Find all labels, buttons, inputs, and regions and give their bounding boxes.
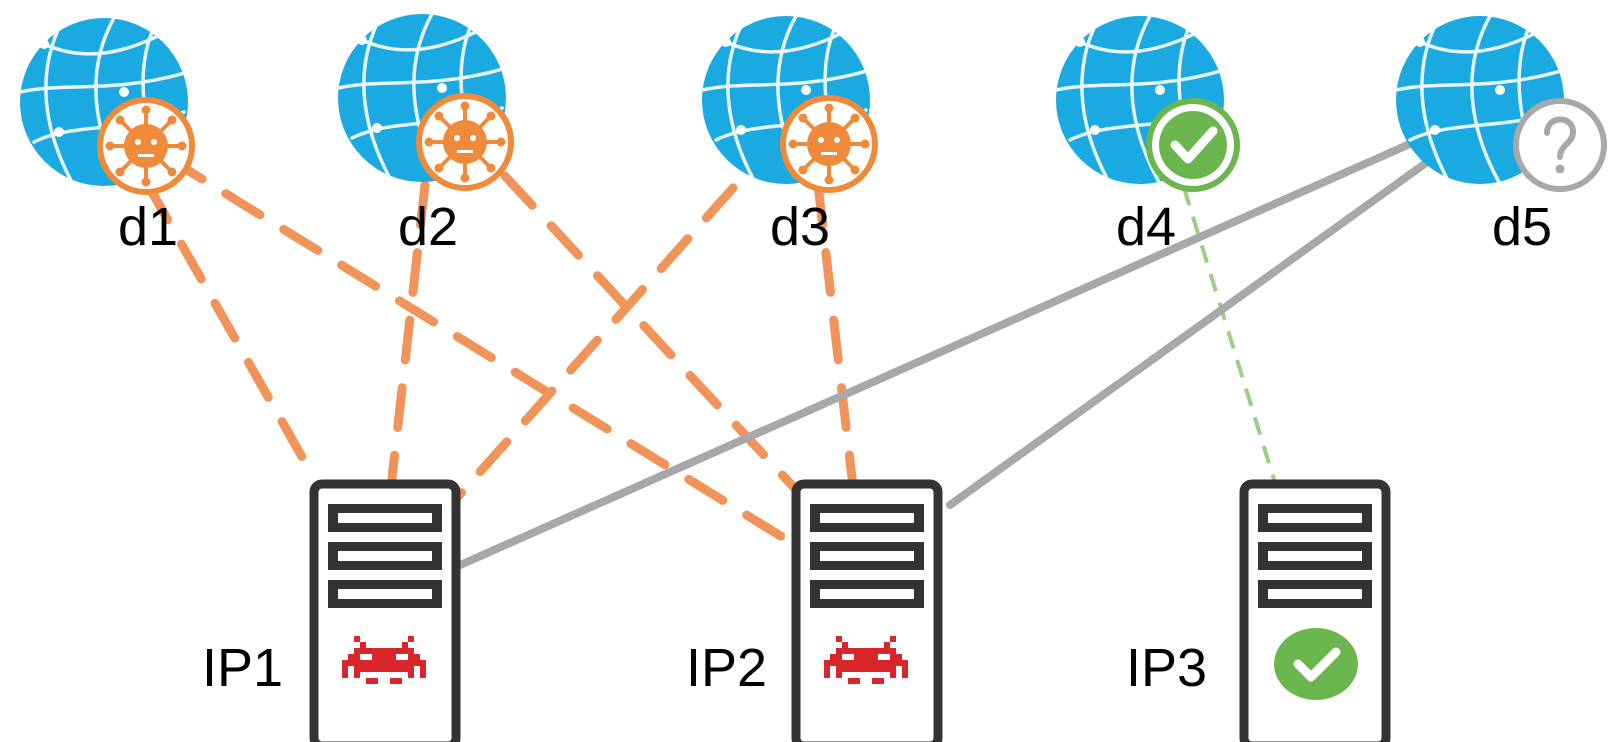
edge-d5-ip1 [454, 131, 1434, 570]
check-icon [1274, 628, 1358, 700]
domain-label-d5: d5 [1492, 197, 1552, 257]
edges-layer [143, 131, 1434, 570]
edge-d1-ip1 [143, 180, 319, 483]
server-icon [1239, 479, 1391, 742]
edge-d2-ip1 [387, 180, 430, 483]
edge-d1-ip2 [163, 153, 805, 553]
domain-node-d5 [1396, 16, 1607, 192]
server-label-ip3: IP3 [1126, 638, 1207, 698]
check-icon [1146, 98, 1240, 192]
edge-d4-ip3 [1182, 187, 1278, 487]
server-icon [791, 479, 943, 742]
domain-node-d3 [702, 16, 878, 193]
space-invader-icon [342, 636, 426, 684]
domain-node-d1 [20, 18, 195, 195]
domain-label-d2: d2 [398, 197, 458, 257]
virus-icon [780, 95, 878, 193]
server-icon [309, 479, 461, 742]
edge-d3-ip2 [813, 180, 857, 483]
server-node-ip1 [309, 479, 461, 742]
domain-label-d4: d4 [1116, 197, 1176, 257]
server-node-ip2 [791, 479, 943, 742]
edge-d2-ip2 [500, 171, 805, 499]
edge-d5-ip2 [946, 156, 1434, 509]
domain-label-d3: d3 [770, 197, 830, 257]
server-label-ip1: IP1 [202, 638, 283, 698]
virus-icon [416, 93, 514, 191]
space-invader-icon [824, 636, 908, 684]
domain-node-d2 [338, 14, 514, 191]
question-icon [1513, 98, 1607, 192]
server-label-ip2: IP2 [686, 638, 767, 698]
edge-d3-ip1 [441, 183, 738, 515]
domain-label-d1: d1 [118, 197, 178, 257]
server-node-ip3 [1239, 479, 1391, 742]
virus-icon [97, 97, 195, 195]
domain-node-d4 [1056, 16, 1240, 192]
